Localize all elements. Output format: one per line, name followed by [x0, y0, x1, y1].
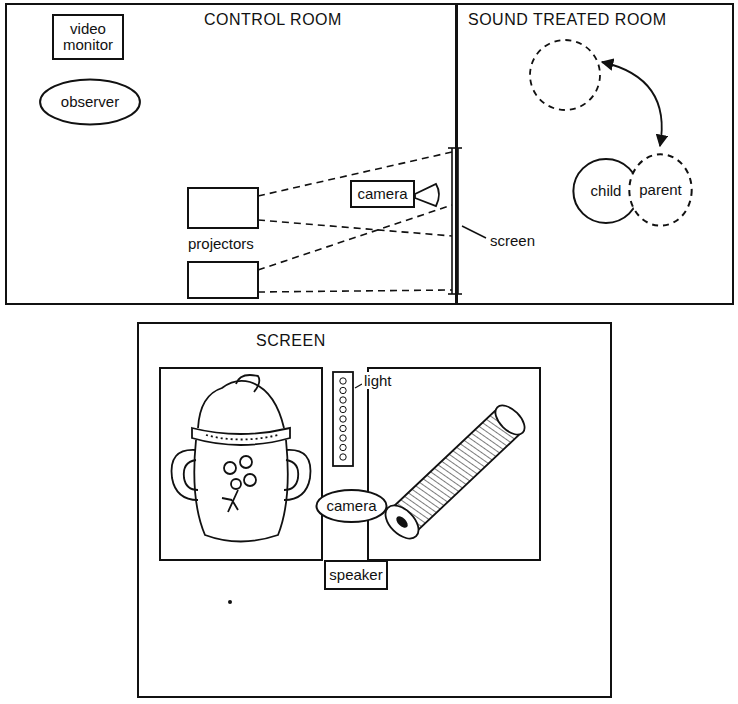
position-circle	[530, 40, 600, 110]
light-strip	[333, 372, 353, 466]
screen-symbol	[448, 148, 462, 294]
label-box: camera	[350, 180, 415, 208]
projector	[188, 262, 258, 298]
node-label: video monitor	[54, 21, 122, 54]
part-label: light	[362, 372, 394, 389]
node-label: parent	[639, 182, 682, 199]
spool-picture	[379, 400, 529, 544]
room-title: CONTROL ROOM	[202, 11, 344, 29]
picture-frame	[368, 368, 540, 560]
leader-line	[462, 226, 486, 238]
light-bulbs	[340, 378, 346, 460]
label-box: video monitor	[52, 14, 124, 60]
node-label: child	[591, 183, 622, 200]
oval-node: camera	[315, 489, 388, 523]
dot	[228, 600, 232, 604]
leader-line	[355, 384, 362, 388]
camera-lens	[415, 184, 439, 206]
cup-picture	[172, 375, 311, 542]
node-label: camera	[357, 186, 407, 203]
picture-frame	[160, 368, 322, 560]
node-label: speaker	[329, 567, 382, 584]
room-region: CONTROL ROOM video monitor observer camera	[5, 3, 457, 305]
room-title: SCREEN	[254, 332, 328, 350]
projection-beam	[258, 152, 452, 292]
node-label: observer	[61, 94, 119, 111]
oval-node: observer	[38, 78, 142, 126]
oval-node: parent	[628, 152, 693, 228]
room-title: SOUND TREATED ROOM	[466, 11, 669, 29]
room-region: SOUND TREATED ROOM child parent	[456, 3, 734, 305]
movement-arrow	[602, 62, 662, 146]
label-box: speaker	[324, 560, 388, 590]
projector	[188, 188, 258, 228]
part-label: projectors	[186, 235, 256, 252]
node-label: camera	[326, 498, 376, 515]
part-label: screen	[488, 232, 537, 249]
